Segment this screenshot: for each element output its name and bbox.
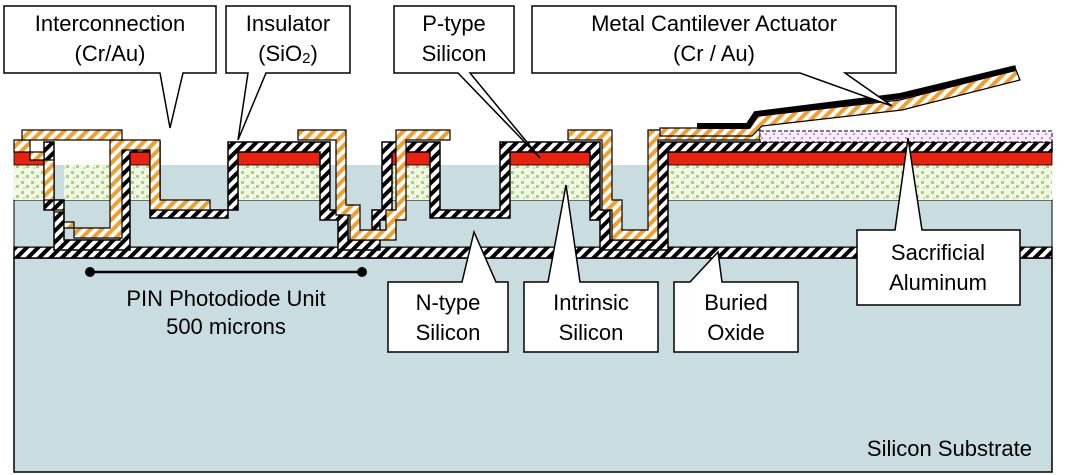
callout-n-type: N-type Silicon <box>387 229 509 353</box>
actuator-label-1: Metal Cantilever Actuator <box>591 11 837 36</box>
sacrificial-label-1: Sacrificial <box>891 240 985 265</box>
interconnection-metal-left <box>13 139 211 239</box>
insulator-label-1: Insulator <box>246 11 330 36</box>
callout-actuator: Metal Cantilever Actuator (Cr / Au) <box>531 5 897 107</box>
buried-oxide-label-2: Oxide <box>707 320 764 345</box>
pin-dimension-bar <box>85 267 367 277</box>
callout-insulator: Insulator (SiO2) <box>225 5 351 141</box>
cantilever-black-film <box>697 65 1017 129</box>
intrinsic-label-2: Silicon <box>559 320 624 345</box>
pin-label-1: PIN Photodiode Unit <box>126 286 325 311</box>
n-type-label-2: Silicon <box>416 320 481 345</box>
substrate-label: Silicon Substrate <box>867 436 1032 461</box>
sacrificial-label-2: Aluminum <box>889 270 987 295</box>
p-type-label-2: Silicon <box>422 41 487 66</box>
callout-buried-oxide: Buried Oxide <box>673 250 799 353</box>
interconnection-label-1: Interconnection <box>35 11 185 36</box>
p-type-label-1: P-type <box>422 11 486 36</box>
sacrificial-aluminum-layer <box>759 130 1053 143</box>
pin-label-2: 500 microns <box>166 314 286 339</box>
p-type-strips <box>13 151 1053 166</box>
insulator-sio2 <box>227 141 1053 251</box>
interconnection-metal-mid <box>297 129 451 241</box>
actuator-label-2: (Cr / Au) <box>673 41 755 66</box>
n-type-label-1: N-type <box>416 290 481 315</box>
intrinsic-label-1: Intrinsic <box>553 290 629 315</box>
buried-oxide-label-1: Buried <box>704 290 768 315</box>
callout-intrinsic: Intrinsic Silicon <box>523 184 659 353</box>
callout-interconnection: Interconnection (Cr/Au) <box>3 5 217 129</box>
interconnection-label-2: (Cr/Au) <box>75 41 146 66</box>
insulator-label-2: (SiO2) <box>258 41 318 67</box>
insulator-sio2-left <box>43 141 229 251</box>
callout-sacrificial: Sacrificial Aluminum <box>856 137 1021 306</box>
callout-p-type: P-type Silicon <box>393 5 541 159</box>
interconnection-pad-left <box>21 129 123 141</box>
